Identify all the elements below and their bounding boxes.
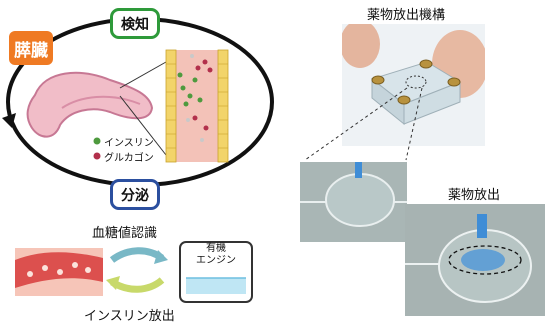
microscope-photo-before: [300, 162, 407, 242]
pancreas-shape: [26, 71, 154, 138]
glucagon-dots: [192, 59, 213, 131]
legend-insulin-dot: [93, 137, 101, 145]
pancreas-cycle-diagram: [2, 17, 274, 187]
insulin-release-diagram: [15, 241, 253, 303]
engine-label: 有機 エンジン: [196, 243, 236, 266]
detect-tag: 検知: [110, 8, 160, 39]
insulin-dots: [177, 72, 203, 107]
organ-label: 膵臓: [14, 40, 48, 61]
legend-insulin-label: インスリン: [104, 138, 154, 149]
microscope-photo-release: [405, 204, 545, 316]
released-drug: [461, 249, 505, 271]
device-title: 薬物放出機構: [367, 8, 446, 23]
detect-label: 検知: [121, 16, 149, 33]
organ-label-box: 膵臓: [9, 31, 53, 65]
secrete-tag: 分泌: [110, 179, 160, 210]
legend-glucagon-dot: [93, 152, 101, 160]
secrete-label: 分泌: [121, 187, 149, 204]
cycle-arrowhead: [2, 113, 16, 128]
glucose-recognition-label: 血糖値認識: [92, 226, 158, 241]
drug-release-label: 薬物放出: [448, 188, 501, 203]
insulin-release-label: インスリン放出: [84, 309, 175, 324]
legend-glucagon-label: グルカゴン: [104, 153, 154, 164]
